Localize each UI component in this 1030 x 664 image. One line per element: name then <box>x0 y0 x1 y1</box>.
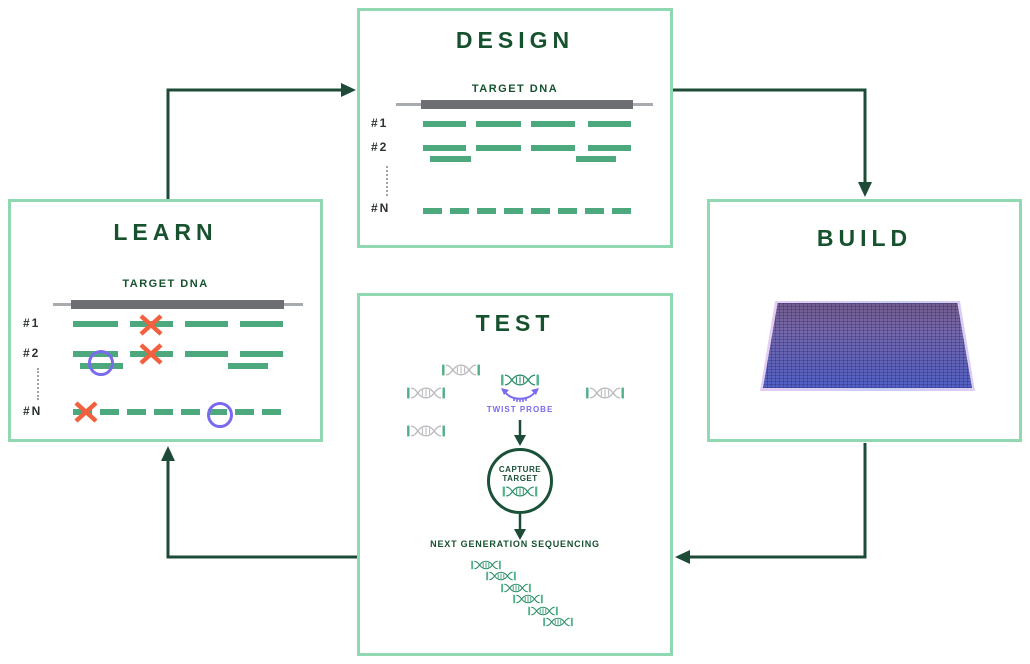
down-arrow-icon <box>512 514 528 540</box>
capture-target-label-line1: CAPTURE <box>498 465 542 474</box>
dna-fragment <box>228 363 268 369</box>
arrow-test-to-learn <box>161 446 357 559</box>
capture-target-circle: CAPTURE TARGET <box>487 448 553 514</box>
dna-fragment <box>476 121 521 127</box>
variant-circle-icon <box>207 402 233 428</box>
sequencing-read-icon <box>486 571 516 581</box>
error-x-icon <box>138 342 164 366</box>
learn-title: LEARN <box>113 219 218 245</box>
dna-strand-icon <box>407 425 445 437</box>
build-box: BUILD <box>707 199 1022 442</box>
dna-fragment <box>531 145 575 151</box>
error-x-icon <box>138 313 164 337</box>
variant-circle-icon <box>88 350 114 376</box>
target-dna-bar <box>421 100 633 109</box>
learn-target-dna-label: TARGET DNA <box>122 278 209 290</box>
dna-fragment <box>576 156 616 162</box>
dna-fragment <box>531 121 575 127</box>
chip-surface <box>763 303 972 388</box>
error-x-icon <box>73 400 99 424</box>
learn-row-label-1: #1 <box>23 316 41 330</box>
design-target-dna-label: TARGET DNA <box>471 83 559 95</box>
row-ellipsis <box>386 166 388 196</box>
dna-fragment <box>423 145 466 151</box>
dna-fragment-dashes <box>423 208 631 214</box>
row-ellipsis <box>37 368 39 400</box>
dna-fragment <box>185 321 228 327</box>
design-title: DESIGN <box>455 27 575 53</box>
dna-fragment-dashes <box>73 409 281 415</box>
target-dna-bar <box>71 300 284 309</box>
design-row-label-2: #2 <box>371 140 389 154</box>
arrowhead-left-icon <box>675 550 690 564</box>
design-box: DESIGN TARGET DNA #1 #2 #N <box>357 8 673 248</box>
dna-microarray-chip <box>760 301 975 391</box>
arrow-learn-to-design <box>166 83 356 199</box>
learn-row-label-n: #N <box>23 404 43 418</box>
test-box: TEST TWIST PROBE CAPTURE TARGET NEXT GEN… <box>357 293 673 656</box>
dna-fragment <box>240 321 283 327</box>
design-row-label-n: #N <box>371 201 391 215</box>
sequencing-read-icon <box>471 560 501 570</box>
learn-row-label-2: #2 <box>23 346 41 360</box>
dna-fragment <box>588 121 631 127</box>
dna-strand-icon <box>442 364 480 376</box>
dna-fragment <box>73 321 118 327</box>
arrowhead-down-icon <box>858 182 872 197</box>
build-title: BUILD <box>816 225 913 251</box>
twist-probe-icon <box>501 388 539 402</box>
dna-fragment <box>588 145 631 151</box>
sequencing-read-icon <box>543 617 573 627</box>
arrow-build-to-test <box>675 443 867 564</box>
dna-fragment <box>476 145 521 151</box>
dna-fragment <box>185 351 228 357</box>
design-row-label-1: #1 <box>371 116 389 130</box>
learn-box: LEARN TARGET DNA #1 #2 #N <box>8 199 323 442</box>
dna-strand-icon <box>586 387 624 399</box>
dna-fragment <box>430 156 471 162</box>
arrowhead-up-icon <box>161 446 175 461</box>
dna-fragment <box>423 121 466 127</box>
test-title: TEST <box>475 310 555 336</box>
sequencing-read-icon <box>513 594 543 604</box>
down-arrow-icon <box>512 420 528 446</box>
capture-target-label-line2: TARGET <box>502 474 538 483</box>
captured-dna-icon <box>502 486 538 497</box>
arrowhead-right-icon <box>341 83 356 97</box>
ngs-label: NEXT GENERATION SEQUENCING <box>430 539 600 549</box>
dna-strand-icon <box>407 387 445 399</box>
arrow-design-to-build <box>673 88 872 197</box>
twist-probe-label: TWIST PROBE <box>486 405 554 414</box>
sequencing-read-icon <box>528 606 558 616</box>
sequencing-read-icon <box>501 583 531 593</box>
dna-fragment <box>240 351 283 357</box>
target-dna-strand-icon <box>501 374 539 386</box>
